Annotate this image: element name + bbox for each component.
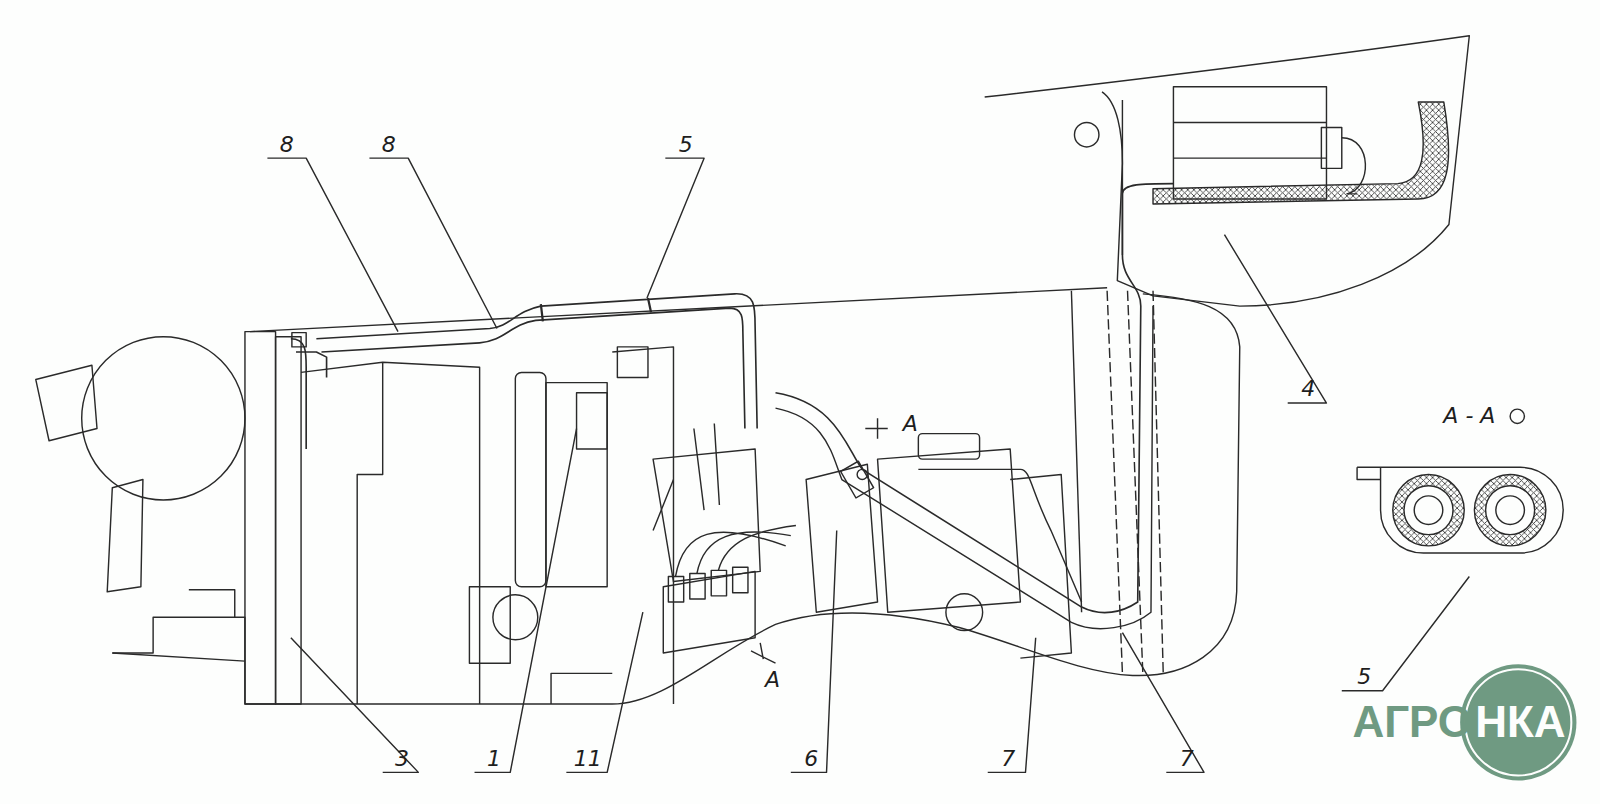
callout-number: 8 [280,134,294,156]
section-label: А - А [1443,405,1495,427]
callout-number: 4 [1301,378,1315,400]
cut-mark: А [903,413,918,435]
callout-number: 11 [574,748,602,770]
cut-mark: А [765,669,780,691]
logo-text: НКА [1475,700,1565,744]
logo-text: АГРО [1352,700,1472,744]
callout-number: 7 [1180,748,1194,770]
callout-number: 3 [395,748,409,770]
callout-number: 5 [1357,666,1371,688]
callout-number: 6 [804,748,818,770]
callout-number: 1 [487,748,501,770]
callout-number: 5 [679,134,693,156]
callout-number: 8 [382,134,396,156]
callout-number: 7 [1001,748,1015,770]
